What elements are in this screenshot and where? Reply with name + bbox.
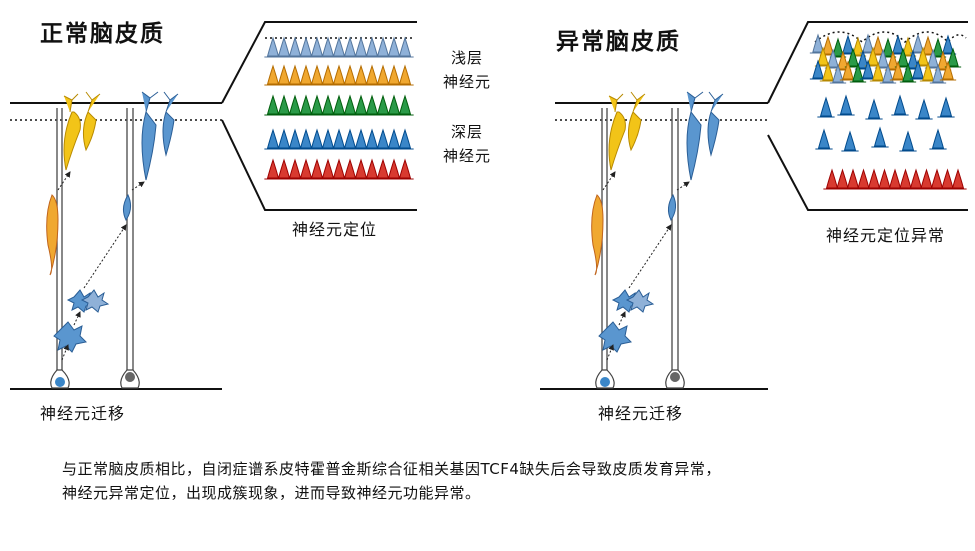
abnormal-positioning-label: 神经元定位异常 [826, 226, 946, 245]
progenitor-nucleus [125, 372, 135, 382]
neuron-shape [849, 62, 867, 83]
migration-arrows [602, 171, 690, 361]
neuron-shape [865, 98, 883, 120]
abnormal-layer-inset [809, 31, 967, 190]
blue-migrating-neuron [162, 91, 179, 157]
orange-migrating-neuron [46, 194, 59, 276]
neuron-shape [939, 60, 957, 81]
normal-migration-label: 神经元迁移 [40, 404, 126, 423]
progenitor-nucleus [55, 377, 65, 387]
neuron-shape [949, 168, 967, 190]
figure-caption: 与正常脑皮质相比，自闭症谱系皮特霍普金斯综合征相关基因TCF4缺失后会导致皮质发… [62, 457, 942, 505]
intermediate-progenitor-cell [598, 321, 633, 353]
superficial-label-line1: 浅层 [450, 49, 483, 67]
neuron-shape [879, 63, 897, 84]
neuron-layers [264, 36, 414, 180]
migration-arrows [57, 171, 145, 361]
blue-migrating-neuron [686, 91, 704, 181]
intermediate-progenitor-cell [80, 289, 110, 313]
zoom-line-bottom [221, 119, 417, 211]
neuron-shape [815, 128, 833, 150]
blue-migrating-neuron [122, 193, 132, 221]
neuron-shape [396, 36, 414, 58]
caption-line-1: 与正常脑皮质相比，自闭症谱系皮特霍普金斯综合征相关基因TCF4缺失后会导致皮质发… [62, 460, 721, 478]
caption-line-2: 神经元异常定位，出现成簇现象，进而导致神经元功能异常。 [62, 484, 481, 502]
zoom-line-bottom [767, 134, 968, 211]
neuron-shape [929, 63, 947, 84]
deep-neuron-label: 深层 神经元 [428, 120, 506, 168]
neuron-shape [891, 94, 909, 116]
neuron-shape [915, 98, 933, 120]
abnormal-migration-label: 神经元迁移 [598, 404, 684, 423]
neuron-shape [396, 94, 414, 116]
progenitor-nucleus [670, 372, 680, 382]
yellow-migrating-neuron [608, 93, 626, 171]
neuron-shape [937, 96, 955, 118]
yellow-migrating-neuron [82, 91, 101, 152]
abnormal-cortex-title: 异常脑皮质 [556, 29, 681, 55]
yellow-migrating-neuron [63, 93, 81, 171]
neuron-shape [396, 128, 414, 150]
orange-migrating-neuron [591, 194, 604, 276]
blue-migrating-neuron [141, 91, 159, 181]
abnormal-cortex-panel [540, 21, 968, 390]
zoom-line-top [767, 21, 968, 104]
neuron-shape [829, 63, 847, 84]
deep-label-line2: 神经元 [442, 147, 491, 165]
neuron-shape [396, 158, 414, 180]
neuron-shape [396, 64, 414, 86]
deep-label-line1: 深层 [450, 123, 483, 141]
neuron-shape [899, 130, 917, 152]
blue-migrating-neuron [667, 193, 677, 221]
yellow-migrating-neuron [627, 91, 646, 152]
neuron-shape [817, 96, 835, 118]
blue-migrating-neuron [707, 91, 724, 157]
inset-dotted-wavy-top [814, 31, 967, 44]
normal-positioning-label: 神经元定位 [292, 220, 378, 239]
superficial-neuron-label: 浅层 神经元 [428, 46, 506, 94]
neuron-shape [837, 94, 855, 116]
normal-cortex-title: 正常脑皮质 [40, 21, 165, 47]
neuron-shape [871, 126, 889, 148]
neuron-shape [841, 130, 859, 152]
neuron-shape [899, 62, 917, 83]
neuron-clusters [809, 33, 967, 190]
intermediate-progenitor-cell [66, 289, 96, 313]
superficial-label-line2: 神经元 [442, 73, 491, 91]
intermediate-progenitor-cell [625, 289, 655, 313]
progenitor-nucleus [600, 377, 610, 387]
intermediate-progenitor-cell [611, 289, 641, 313]
normal-layer-inset [264, 36, 415, 180]
normal-cortex-panel [10, 21, 417, 390]
zoom-line-top [221, 21, 417, 104]
neuron-shape [929, 128, 947, 150]
intermediate-progenitor-cell [53, 321, 88, 353]
